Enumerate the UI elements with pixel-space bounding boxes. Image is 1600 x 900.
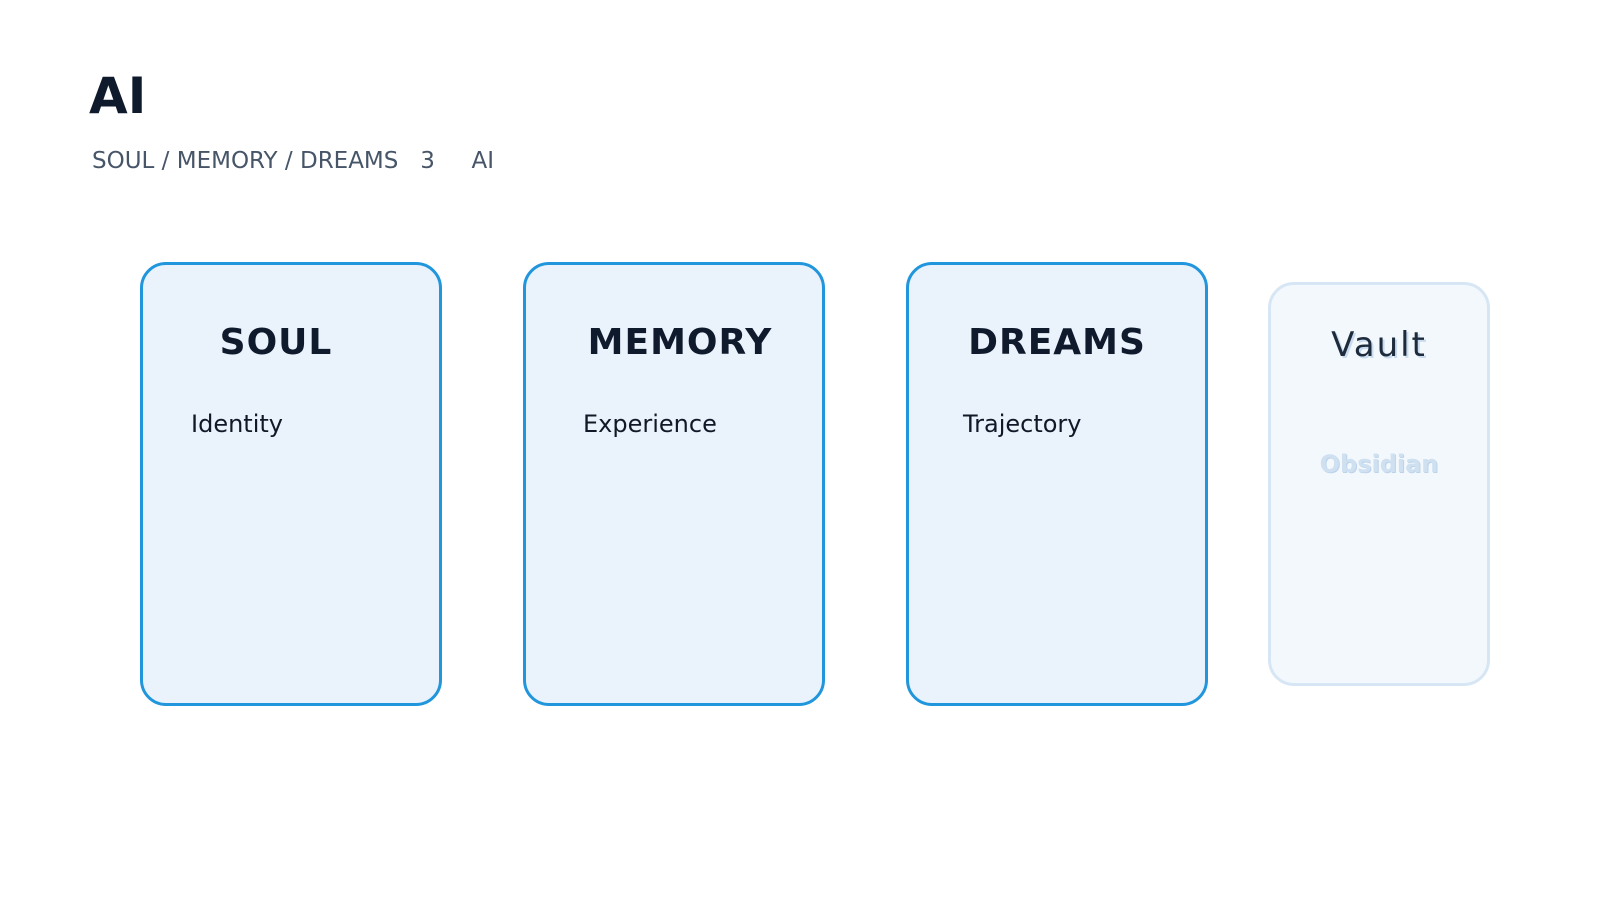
vault-card-subtitle: Obsidian	[1319, 450, 1439, 478]
dreams-card: DREAMS Trajectory	[906, 262, 1208, 706]
vault-card: Vault Obsidian	[1268, 282, 1490, 686]
soul-card-description: Identity	[191, 410, 283, 438]
soul-card: SOUL Identity	[140, 262, 442, 706]
memory-card-title: MEMORY	[587, 322, 773, 363]
dreams-card-title: DREAMS	[968, 322, 1146, 363]
memory-card-description: Experience	[583, 410, 717, 438]
vault-card-title: Vault	[1331, 325, 1427, 365]
page-title: AI	[89, 67, 147, 125]
page-subtitle: SOUL / MEMORY / DREAMS 3 AI	[92, 148, 495, 174]
soul-card-title: SOUL	[219, 322, 333, 363]
memory-card: MEMORY Experience	[523, 262, 825, 706]
dreams-card-description: Trajectory	[963, 410, 1082, 438]
